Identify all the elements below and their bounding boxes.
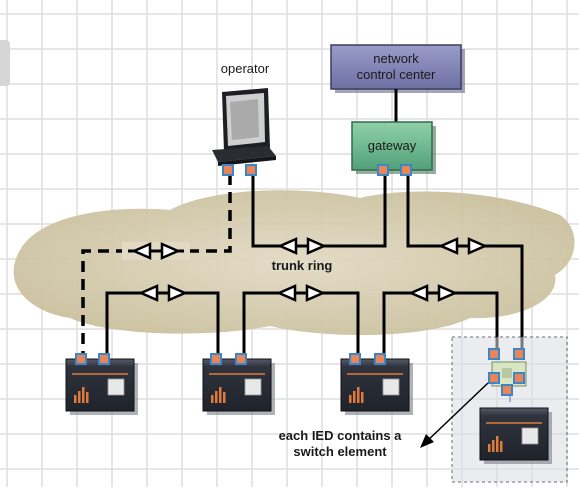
port xyxy=(98,353,110,365)
port xyxy=(400,164,412,176)
gateway: gateway xyxy=(351,121,436,174)
port xyxy=(513,372,525,384)
ied-device-icon xyxy=(340,358,413,415)
ied-device-icon xyxy=(479,407,552,464)
edge-panel xyxy=(0,40,10,86)
ied-device-icon xyxy=(65,358,138,415)
note-line1: each IED contains a xyxy=(279,428,403,443)
ports xyxy=(75,164,525,396)
port xyxy=(513,348,525,360)
note-line2: switch element xyxy=(293,444,387,459)
port xyxy=(75,353,87,365)
gateway-label: gateway xyxy=(368,138,417,153)
operator-label: operator xyxy=(221,61,270,76)
ncc-label-line2: control center xyxy=(357,67,436,82)
bidirectional-arrow-icons xyxy=(122,237,491,302)
bidirectional-arrow-icon xyxy=(405,284,461,302)
port xyxy=(235,353,247,365)
port xyxy=(374,353,386,365)
network-control-center: network control center xyxy=(330,44,465,93)
port xyxy=(377,164,389,176)
bidirectional-arrow-icon xyxy=(435,237,491,255)
port xyxy=(245,164,257,176)
port xyxy=(349,353,361,365)
bidirectional-arrow-icon xyxy=(135,284,191,302)
annotation-arrow xyxy=(420,382,489,448)
ied-devices xyxy=(65,358,552,464)
bidirectional-arrow-icon xyxy=(273,284,329,302)
ncc-label-line1: network xyxy=(373,51,419,66)
bidirectional-arrow-icon xyxy=(122,242,190,260)
port xyxy=(210,353,222,365)
port xyxy=(488,348,500,360)
port xyxy=(222,164,234,176)
port xyxy=(501,384,513,396)
port xyxy=(488,372,500,384)
ied-device-icon xyxy=(202,358,275,415)
trunk-ring-label: trunk ring xyxy=(272,258,333,273)
bidirectional-arrow-icon xyxy=(274,237,330,255)
operator-workstation-icon: operator xyxy=(212,61,276,166)
